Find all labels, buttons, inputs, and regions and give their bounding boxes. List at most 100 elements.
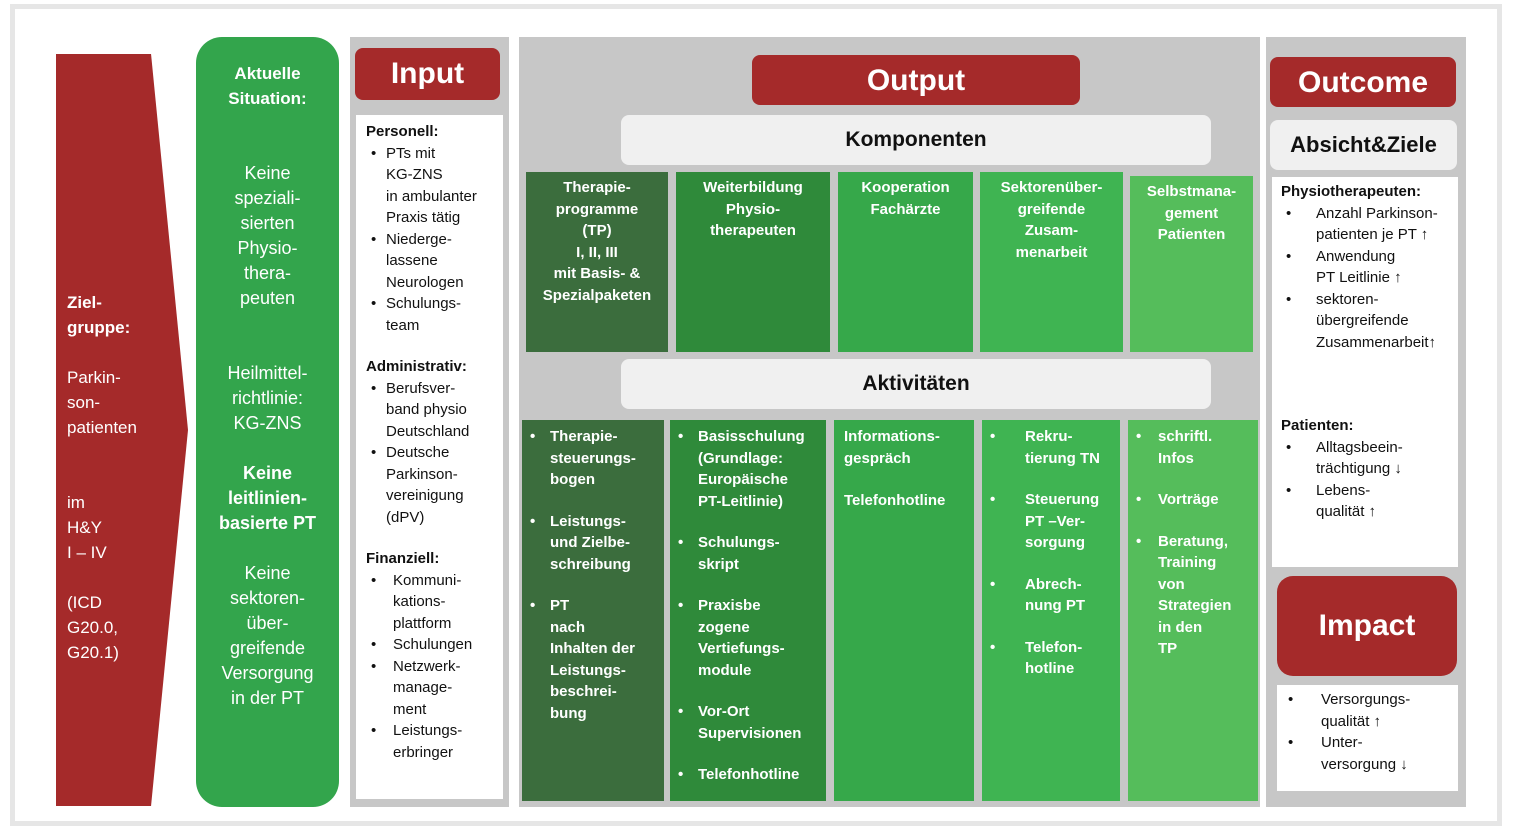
target-group-line: son- <box>67 393 101 412</box>
target-group-line: H&Y <box>67 518 102 537</box>
patients-list: Alltagsbeein- trächtigung ↓ Lebens- qual… <box>1281 437 1456 523</box>
situation-line: über- <box>246 613 289 633</box>
activity-text: Informations- gespräch <box>844 428 940 467</box>
aims-list-box: Physiotherapeuten: Anzahl Parkinson- pat… <box>1272 177 1458 567</box>
situation-block-3: Keine leitlinien- basierte PT <box>196 461 339 536</box>
input-list-box: Personell: PTs mit KG-ZNS in ambulanter … <box>356 115 503 799</box>
activities-col-1: Therapie- steuerungs- bogen Leistungs- u… <box>522 420 664 801</box>
situation-block-2: Heilmittel- richtlinie: KG-ZNS <box>196 361 339 436</box>
situation-line: KG-ZNS <box>233 413 302 433</box>
list-item: Schulungs- skript <box>670 532 826 575</box>
situation-line: thera- <box>243 263 292 283</box>
target-group-line: (ICD <box>67 593 102 612</box>
situation-line: Keine <box>242 463 293 483</box>
situation-line: speziali- <box>234 188 301 208</box>
target-group-line: gruppe: <box>67 318 131 337</box>
list-item: PT nach Inhalten der Leistungs- beschrei… <box>522 595 664 724</box>
list-item: Telefon- hotline <box>982 637 1120 680</box>
activities-col-3: Informations- gespräch Telefonhotline <box>834 420 974 801</box>
diagram-frame <box>10 4 1502 826</box>
aims-header: Absicht&Ziele <box>1270 120 1457 170</box>
target-group-text: Ziel- gruppe: Parkin- son- patienten im … <box>67 290 167 665</box>
list-item: Anwendung PT Leitlinie ↑ <box>1281 246 1456 289</box>
situation-line: Heilmittel- <box>227 363 308 383</box>
situation-title: Aktuelle Situation: <box>196 61 339 111</box>
admin-heading: Administrativ: <box>366 358 467 375</box>
list-item: Unter- versorgung ↓ <box>1283 732 1456 775</box>
list-item: Niederge- lassene Neurologen <box>366 229 499 294</box>
target-group-line: Ziel- <box>67 293 102 312</box>
list-item: Schulungs- team <box>366 293 499 336</box>
admin-list: Berufsver- band physio Deutschland Deuts… <box>366 378 499 529</box>
target-group-line: G20.0, <box>67 618 119 637</box>
finanz-list: Kommuni- kations- plattform Schulungen N… <box>366 570 499 764</box>
situation-line: Keine <box>244 163 291 183</box>
list-item: Anzahl Parkinson- patienten je PT ↑ <box>1281 203 1456 246</box>
input-title: Input <box>355 48 500 100</box>
finanz-heading: Finanziell: <box>366 550 440 567</box>
aktivitaeten-header: Aktivitäten <box>621 359 1211 409</box>
component-therapy-programs: Therapie- programme (TP) I, II, III mit … <box>526 172 668 352</box>
activities-col-4: Rekru- tierung TN Steuerung PT –Ver- sor… <box>982 420 1120 801</box>
situation-line: greifende <box>229 638 306 658</box>
component-cooperation: Kooperation Fachärzte <box>838 172 973 352</box>
list-item: Versorgungs- qualität ↑ <box>1283 689 1456 732</box>
situation-line: sektoren- <box>229 588 306 608</box>
activities-col-5: schriftl. Infos Vorträge Beratung, Train… <box>1128 420 1258 801</box>
target-group-line: I – IV <box>67 543 107 562</box>
list-item: sektoren- übergreifende Zusammenarbeit↑ <box>1281 289 1456 354</box>
target-group-line: G20.1) <box>67 643 119 662</box>
personell-heading: Personell: <box>366 123 439 140</box>
list-item: schriftl. Infos <box>1128 426 1258 469</box>
target-group-line: patienten <box>67 418 137 437</box>
list-item: Telefonhotline <box>670 764 826 786</box>
outcome-title: Outcome <box>1270 57 1456 107</box>
list-item: Leistungs- erbringer <box>366 720 499 763</box>
situation-line: basierte PT <box>218 513 317 533</box>
current-situation-panel: Aktuelle Situation: Keine speziali- sier… <box>196 37 339 807</box>
situation-title-line: Situation: <box>228 89 307 108</box>
impact-title: Impact <box>1277 576 1457 676</box>
list-item: Basisschulung (Grundlage: Europäische PT… <box>670 426 826 512</box>
impact-list-box: Versorgungs- qualität ↑ Unter- versorgun… <box>1277 685 1458 791</box>
pt-heading: Physiotherapeuten: <box>1281 183 1422 200</box>
list-item: Vorträge <box>1128 489 1258 511</box>
list-item: Berufsver- band physio Deutschland <box>366 378 499 443</box>
list-item: Deutsche Parkinson- vereinigung (dPV) <box>366 442 499 528</box>
activities-col-2: Basisschulung (Grundlage: Europäische PT… <box>670 420 826 801</box>
situation-block-4: Keine sektoren- über- greifende Versorgu… <box>196 561 339 711</box>
situation-line: sierten <box>240 213 295 233</box>
situation-block-1: Keine speziali- sierten Physio- thera- p… <box>196 161 339 311</box>
situation-line: peuten <box>239 288 296 308</box>
personell-list: PTs mit KG-ZNS in ambulanter Praxis täti… <box>366 143 499 337</box>
situation-line: in der PT <box>230 688 305 708</box>
component-training: Weiterbildung Physio- therapeuten <box>676 172 830 352</box>
situation-line: richtlinie: <box>231 388 304 408</box>
list-item: Rekru- tierung TN <box>982 426 1120 469</box>
list-item: Therapie- steuerungs- bogen <box>522 426 664 491</box>
pt-list: Anzahl Parkinson- patienten je PT ↑ Anwe… <box>1281 203 1456 354</box>
situation-line: leitlinien- <box>227 488 307 508</box>
output-title: Output <box>752 55 1080 105</box>
situation-line: Keine <box>244 563 291 583</box>
list-item: Alltagsbeein- trächtigung ↓ <box>1281 437 1456 480</box>
patients-heading: Patienten: <box>1281 417 1354 434</box>
component-cross-sector: Sektorenüber- greifende Zusam- menarbeit <box>980 172 1123 352</box>
list-item: Kommuni- kations- plattform <box>366 570 499 635</box>
list-item: Steuerung PT –Ver- sorgung <box>982 489 1120 554</box>
target-group-line: im <box>67 493 85 512</box>
list-item: Beratung, Training von Strategien in den… <box>1128 531 1258 660</box>
list-item: Schulungen <box>366 634 499 656</box>
component-self-management: Selbstmana- gement Patienten <box>1130 176 1253 352</box>
impact-list: Versorgungs- qualität ↑ Unter- versorgun… <box>1283 689 1456 775</box>
list-item: PTs mit KG-ZNS in ambulanter Praxis täti… <box>366 143 499 229</box>
list-item: Leistungs- und Zielbe- schreibung <box>522 511 664 576</box>
situation-line: Physio- <box>237 238 298 258</box>
activity-text: Telefonhotline <box>844 492 946 509</box>
list-item: Praxisbe zogene Vertiefungs- module <box>670 595 826 681</box>
list-item: Netzwerk- manage- ment <box>366 656 499 721</box>
komponenten-header: Komponenten <box>621 115 1211 165</box>
list-item: Lebens- qualität ↑ <box>1281 480 1456 523</box>
situation-title-line: Aktuelle <box>234 64 301 83</box>
situation-line: Versorgung <box>221 663 314 683</box>
